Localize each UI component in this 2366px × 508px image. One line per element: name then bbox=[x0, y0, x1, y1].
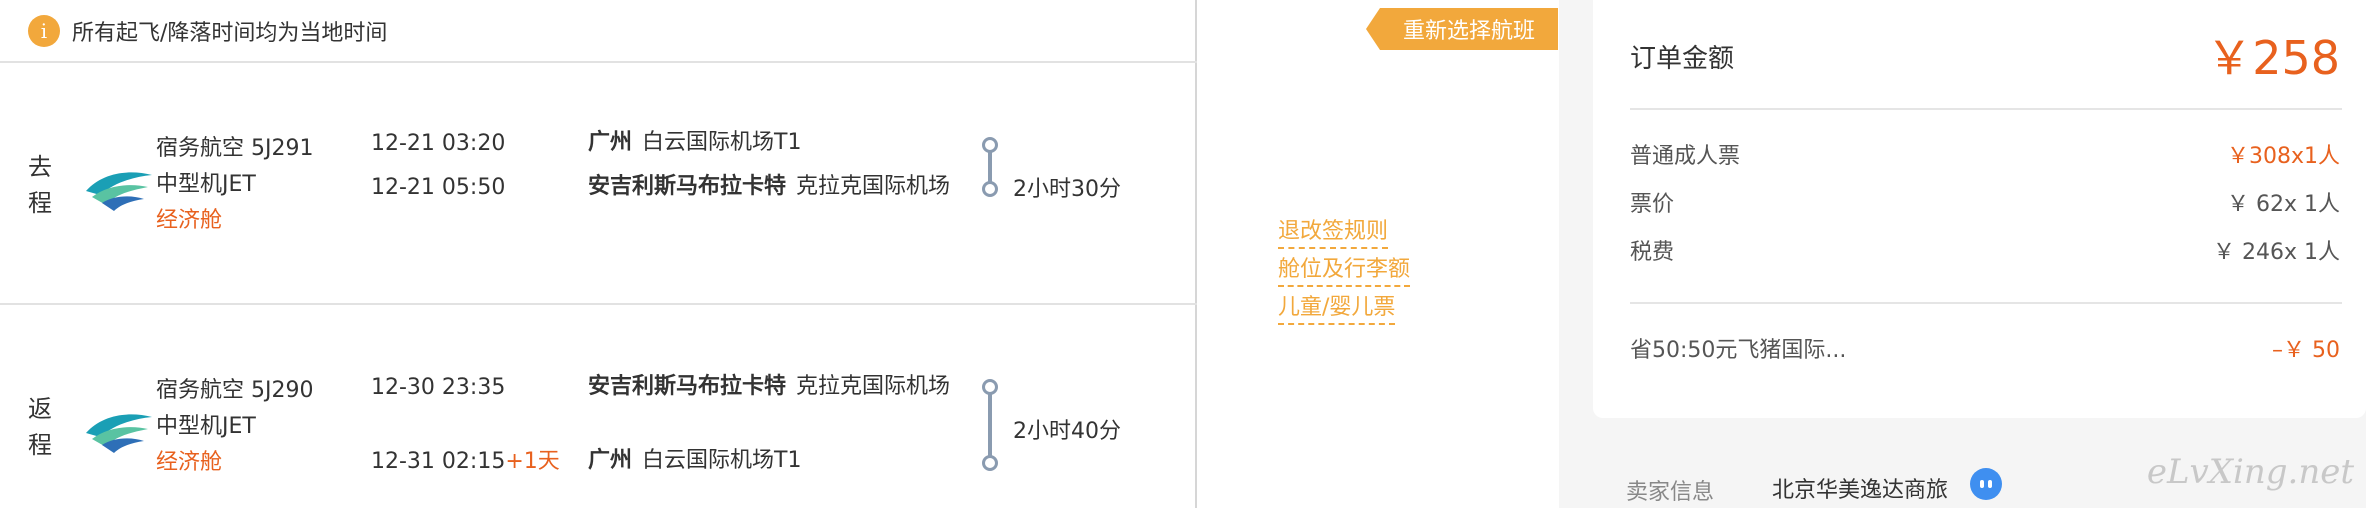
plus-day: +1天 bbox=[505, 449, 560, 474]
refund-change-rules-link[interactable]: 退改签规则 bbox=[1278, 217, 1389, 249]
arrive-airport: 安吉利斯马布拉卡特克拉克国际机场 bbox=[588, 169, 978, 205]
flight-timeline bbox=[980, 137, 1000, 197]
cabin-class: 经济舱 bbox=[156, 208, 223, 233]
aircraft-type: 中型机JET bbox=[156, 414, 256, 439]
order-title: 订单金额 bbox=[1630, 44, 1735, 74]
arrive-time-text: 12-31 02:15 bbox=[371, 449, 506, 474]
timeline-end-dot bbox=[982, 455, 998, 471]
depart-city: 广州 bbox=[588, 130, 633, 155]
depart-airport-name: 克拉克国际机场 bbox=[796, 374, 951, 399]
adult-ticket-label: 普通成人票 bbox=[1630, 144, 1741, 169]
cabin-class: 经济舱 bbox=[156, 450, 223, 475]
arrive-airport-name: 克拉克国际机场 bbox=[796, 174, 951, 199]
flight-panel bbox=[1195, 0, 1197, 508]
chat-icon[interactable] bbox=[1970, 468, 2002, 500]
arrive-city: 广州 bbox=[588, 448, 633, 473]
tax-label: 税费 bbox=[1630, 240, 1675, 265]
notice-text: 所有起飞/降落时间均为当地时间 bbox=[72, 20, 388, 46]
return-flight: 返程 宿务航空 5J290 中型机JET 经济舱 12-30 23:35 12-… bbox=[0, 307, 1197, 508]
seller-label: 卖家信息 bbox=[1626, 480, 1715, 505]
aircraft-type: 中型机JET bbox=[156, 172, 256, 197]
airline-flight-no: 宿务航空 5J291 bbox=[156, 136, 314, 161]
order-card bbox=[1593, 0, 2366, 418]
tax-value: ￥ 246x 1人 bbox=[2213, 240, 2340, 265]
timeline-line bbox=[988, 151, 992, 183]
seller-name[interactable]: 北京华美逸达商旅 bbox=[1772, 478, 1949, 503]
timeline-end-dot bbox=[982, 181, 998, 197]
discount-value: –￥ 50 bbox=[2272, 338, 2340, 363]
airline-logo-icon bbox=[86, 172, 152, 211]
local-time-notice: i 所有起飞/降落时间均为当地时间 bbox=[0, 0, 1197, 63]
divider bbox=[1630, 108, 2342, 110]
depart-airport: 广州白云国际机场T1 bbox=[588, 125, 978, 161]
divider bbox=[1630, 302, 2342, 304]
reselect-flight-button[interactable]: 重新选择航班 bbox=[1366, 8, 1558, 50]
flight-timeline bbox=[980, 379, 1000, 471]
airline-info: 宿务航空 5J290 中型机JET 经济舱 bbox=[156, 373, 313, 481]
arrive-airport: 广州白云国际机场T1 bbox=[588, 443, 978, 479]
fare-label: 票价 bbox=[1630, 192, 1675, 217]
timeline-line bbox=[988, 393, 992, 457]
flight-duration: 2小时40分 bbox=[1013, 419, 1121, 444]
airline-logo-icon bbox=[86, 414, 152, 453]
direction-label: 返程 bbox=[28, 395, 52, 459]
watermark: eLvXing.net bbox=[2146, 452, 2354, 492]
flight-duration: 2小时30分 bbox=[1013, 177, 1121, 202]
arrive-city: 安吉利斯马布拉卡特 bbox=[588, 174, 787, 199]
depart-airport-name: 白云国际机场T1 bbox=[642, 130, 802, 155]
arrive-time-text: 12-21 05:50 bbox=[371, 175, 506, 200]
depart-airport: 安吉利斯马布拉卡特克拉克国际机场 bbox=[588, 369, 978, 405]
adult-ticket-value: ￥308x1人 bbox=[2226, 144, 2340, 169]
depart-time: 12-30 23:35 bbox=[371, 375, 506, 400]
arrive-time: 12-21 05:50 bbox=[371, 175, 505, 200]
child-infant-ticket-link[interactable]: 儿童/婴儿票 bbox=[1278, 293, 1396, 325]
direction-label: 去程 bbox=[28, 153, 52, 217]
order-total: ￥258 bbox=[2206, 31, 2340, 85]
cabin-baggage-link[interactable]: 舱位及行李额 bbox=[1278, 255, 1411, 287]
depart-time: 12-21 03:20 bbox=[371, 131, 506, 156]
depart-city: 安吉利斯马布拉卡特 bbox=[588, 374, 787, 399]
airline-info: 宿务航空 5J291 中型机JET 经济舱 bbox=[156, 131, 313, 239]
actions-column bbox=[1199, 0, 1559, 508]
fare-value: ￥ 62x 1人 bbox=[2227, 192, 2340, 217]
info-icon: i bbox=[28, 14, 60, 47]
discount-label: 省50:50元飞猪国际... bbox=[1630, 338, 1847, 363]
arrive-airport-name: 白云国际机场T1 bbox=[642, 448, 802, 473]
arrive-time: 12-31 02:15+1天 bbox=[371, 443, 560, 475]
airline-flight-no: 宿务航空 5J290 bbox=[156, 378, 314, 403]
outbound-flight: 去程 宿务航空 5J291 中型机JET 经济舱 12-21 03:20 12-… bbox=[0, 65, 1197, 305]
